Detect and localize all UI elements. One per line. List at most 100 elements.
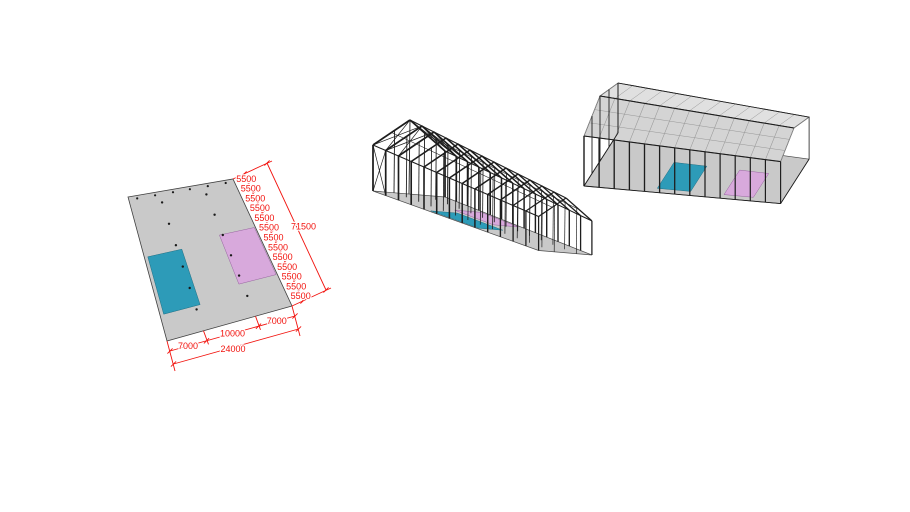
interior-column	[470, 155, 472, 214]
frame-member	[474, 167, 507, 190]
interior-column	[418, 141, 420, 202]
dim-line-width	[169, 315, 296, 352]
frame-member	[538, 197, 567, 218]
interior-column	[467, 165, 469, 221]
column-dot	[171, 191, 175, 194]
frame-member	[436, 149, 471, 174]
gable-stud	[408, 119, 411, 195]
column-dot	[205, 193, 208, 196]
dimension-label: 7000	[178, 341, 198, 351]
interior-column	[492, 176, 494, 230]
interior-column	[482, 161, 484, 218]
dim-line-bays	[243, 173, 304, 302]
column-dot	[237, 274, 241, 277]
roof-rafter-line	[765, 125, 780, 160]
column-dot	[195, 308, 198, 311]
column-dot	[181, 265, 184, 268]
roof-brace	[385, 131, 435, 151]
column-dot	[160, 201, 164, 204]
column-dot	[174, 244, 178, 247]
dimension-label: 7000	[267, 316, 287, 326]
interior-column	[430, 147, 432, 207]
interior-column	[479, 170, 482, 225]
dimension-ticks	[167, 160, 329, 367]
dimension-label: 5500	[245, 193, 265, 203]
frame-member	[481, 155, 514, 184]
frame-member	[385, 125, 423, 152]
dimension-label: 5500	[254, 213, 274, 223]
roof-rafter-line	[659, 93, 677, 107]
dimension-label: 5500	[282, 272, 302, 282]
plan-panel-blue	[147, 248, 201, 315]
roof-rafter-line	[719, 118, 735, 154]
gable-base	[780, 158, 810, 204]
column-dot	[224, 181, 227, 185]
roof-rafter-line	[689, 98, 707, 112]
roof-rafter-line	[734, 106, 751, 119]
roof-brace	[433, 131, 457, 157]
frame-member	[410, 137, 447, 163]
interior-column	[458, 150, 461, 209]
interior-column	[442, 153, 445, 211]
roof-rafter-line	[629, 103, 646, 143]
column-dot	[154, 194, 157, 197]
dimension-label: 10000	[220, 329, 245, 339]
interior-column	[529, 194, 531, 243]
interior-column	[435, 138, 437, 200]
column-dot	[246, 294, 249, 298]
frame-member	[525, 191, 555, 212]
interior-column	[575, 207, 578, 254]
frame-member	[398, 131, 435, 157]
total-length-label: 71500	[291, 222, 316, 232]
roof-rafter-line	[613, 100, 631, 141]
roofed-building-view	[583, 82, 811, 205]
dim-extension	[291, 305, 301, 337]
roof-rafter-line	[719, 103, 736, 116]
interior-column	[393, 130, 396, 193]
dimension-label: 5500	[268, 242, 288, 252]
gable-base	[583, 132, 619, 187]
plan-column-dots	[136, 181, 249, 311]
column-dot	[136, 197, 139, 200]
column-dot	[229, 254, 233, 257]
interior-column	[446, 144, 449, 205]
dimension-label: 5500	[250, 203, 270, 213]
interior-column	[516, 188, 519, 239]
frame-member	[487, 173, 519, 196]
roof-rafter-line	[764, 111, 780, 124]
frame-member	[500, 179, 531, 201]
column-dot	[206, 185, 209, 188]
roof-rafter-line	[674, 110, 690, 148]
interior-column	[564, 201, 566, 250]
frame-member	[448, 155, 483, 179]
roof-rafter-line	[750, 122, 765, 158]
roof-rafter-line	[749, 108, 766, 121]
frame-member	[469, 149, 503, 179]
roof-rafter-line	[704, 115, 720, 152]
roof-brace	[421, 125, 446, 152]
roof-rafter-line	[644, 90, 663, 104]
roof-rafter-line	[644, 105, 660, 145]
frame-member	[493, 161, 525, 190]
frame-purlin	[391, 132, 553, 208]
roof-purlin-line	[594, 109, 790, 140]
dimension-label: 5500	[241, 184, 261, 194]
roof-rafter-line	[793, 116, 810, 129]
dimension-label: 5500	[277, 262, 297, 272]
frame-member	[433, 131, 469, 163]
frame-member	[553, 191, 582, 217]
roof-rafter-line	[659, 108, 675, 146]
roof-edge	[583, 135, 781, 163]
column-dot	[213, 213, 216, 216]
dim-line-total-width	[173, 328, 299, 365]
frame-member	[423, 143, 459, 168]
total-width-label: 24000	[220, 344, 245, 354]
building-floor-panel-blue	[656, 162, 708, 192]
roof-rafter-line	[629, 87, 648, 102]
interior-column	[405, 136, 408, 198]
frame-member	[505, 167, 536, 195]
dim-extension	[166, 340, 176, 372]
roof-rafter-line	[734, 120, 750, 156]
